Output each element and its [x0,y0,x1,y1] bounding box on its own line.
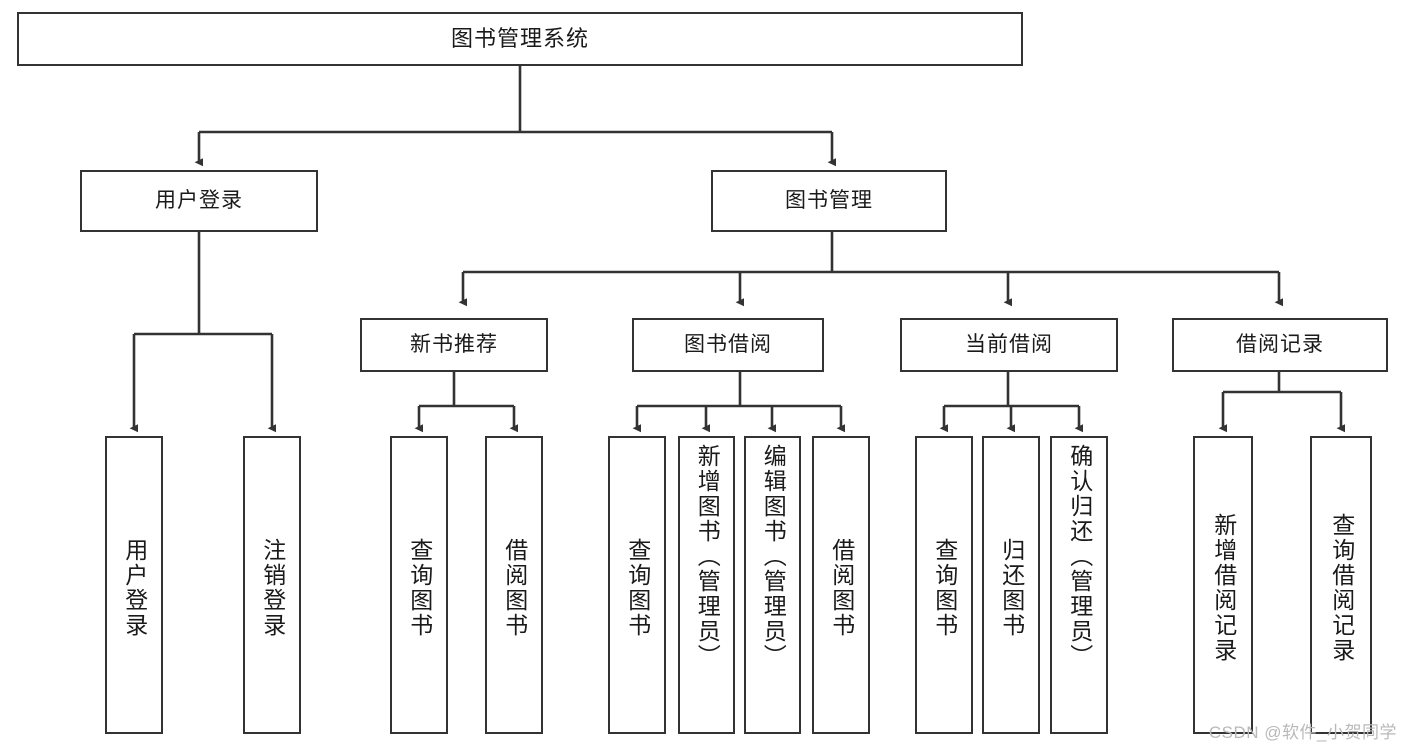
leaf-borrow-book-recommend[interactable]: 借阅图书 [485,436,543,734]
csdn-watermark: CSDN @软件_小贺同学 [1208,723,1397,742]
leaf-confirm-return-admin[interactable]: 确认归还（管理员） [1050,436,1108,734]
node-label: 查询图书 [931,538,958,638]
node-label: 用户登录 [155,188,243,212]
node-label: 查询图书 [406,538,433,638]
node-current-borrow[interactable]: 当前借阅 [900,318,1118,372]
node-book-management-system[interactable]: 图书管理系统 [17,12,1023,66]
node-label: 借阅图书 [828,538,855,638]
node-label: 图书管理系统 [450,26,589,52]
node-user-login[interactable]: 用户登录 [80,170,318,232]
node-label: 查询图书 [624,538,651,638]
leaf-edit-book-admin[interactable]: 编辑图书（管理员） [744,436,801,734]
node-label: 新增借阅记录 [1210,513,1237,663]
leaf-query-borrow-record[interactable]: 查询借阅记录 [1310,436,1372,734]
node-label: 图书管理 [785,188,873,212]
node-book-borrow[interactable]: 图书借阅 [632,318,824,372]
node-label: 归还图书 [998,538,1025,638]
node-new-book-recommend[interactable]: 新书推荐 [360,318,548,372]
leaf-return-book[interactable]: 归还图书 [982,436,1040,734]
node-label: 编辑图书（管理员） [760,444,787,669]
leaf-query-book-current[interactable]: 查询图书 [915,436,973,734]
node-label: 借阅图书 [501,538,528,638]
leaf-add-borrow-record[interactable]: 新增借阅记录 [1193,436,1253,734]
leaf-borrow-book-borrow[interactable]: 借阅图书 [812,436,870,734]
leaf-query-book-borrow[interactable]: 查询图书 [608,436,666,734]
node-borrow-record[interactable]: 借阅记录 [1172,318,1388,372]
leaf-user-login[interactable]: 用户登录 [105,436,163,734]
node-label: 图书借阅 [684,332,772,356]
node-book-manage[interactable]: 图书管理 [711,170,947,232]
node-label: 新增图书（管理员） [694,444,721,669]
node-label: 用户登录 [121,538,148,638]
leaf-query-book-recommend[interactable]: 查询图书 [390,436,448,734]
node-label: 新书推荐 [410,332,498,356]
node-label: 查询借阅记录 [1328,513,1355,663]
node-label: 当前借阅 [965,332,1053,356]
node-label: 确认归还（管理员） [1066,444,1093,669]
leaf-add-book-admin[interactable]: 新增图书（管理员） [678,436,735,734]
leaf-logout[interactable]: 注销登录 [243,436,301,734]
node-label: 注销登录 [259,538,286,638]
node-label: 借阅记录 [1236,332,1324,356]
